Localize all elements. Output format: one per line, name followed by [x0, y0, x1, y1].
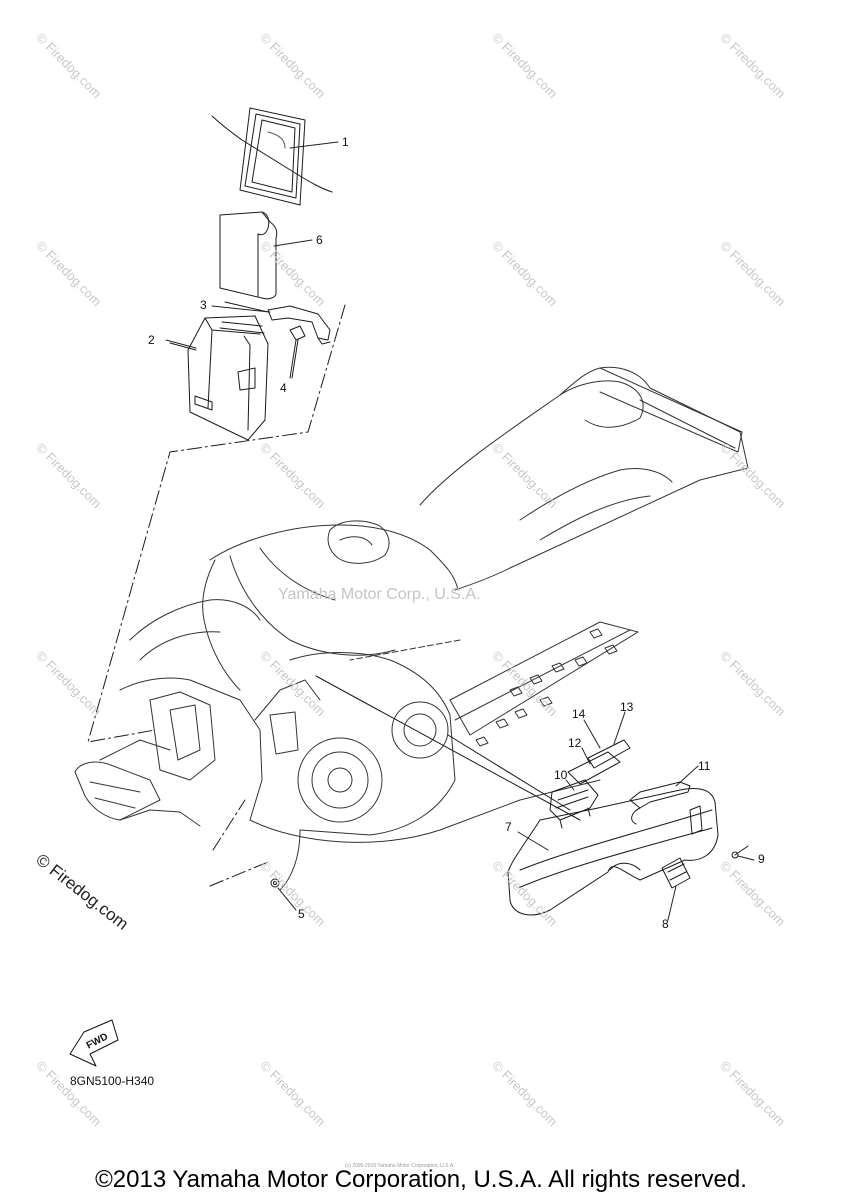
snowmobile-body: [74, 366, 749, 891]
fine-print: (c) 2005-2016 Yamaha Motor Corporation, …: [345, 1163, 455, 1169]
part-4-clip: [289, 325, 306, 379]
part-5-fastener: [270, 878, 280, 888]
group-outline: [87, 304, 346, 887]
parts-12-14-plates: [567, 739, 631, 785]
part-6-pad: [219, 211, 278, 300]
callout-12: 12: [568, 736, 582, 750]
part-2-box: [169, 315, 269, 441]
callout-2: 2: [148, 333, 155, 347]
part-10-bracket: [549, 779, 599, 829]
callout-10: 10: [554, 768, 568, 782]
part-3-bracket: [224, 301, 331, 345]
part-9-fastener: [731, 845, 749, 859]
callout-13: 13: [620, 700, 634, 714]
part-7-flap: [507, 788, 719, 916]
callout-11: 11: [698, 759, 711, 773]
copyright-notice: ©2013 Yamaha Motor Corporation, U.S.A. A…: [95, 1166, 747, 1193]
part-8-plate: [661, 857, 691, 889]
callout-1: 1: [342, 135, 349, 149]
callout-7: 7: [505, 820, 512, 834]
callout-14: 14: [572, 707, 586, 721]
running-board-holes: [475, 628, 618, 747]
center-watermark: Yamaha Motor Corp., U.S.A.: [278, 586, 481, 603]
callout-5: 5: [298, 907, 305, 921]
callout-6: 6: [316, 233, 323, 247]
callout-9: 9: [758, 852, 765, 866]
callout-leaders: [165, 141, 755, 921]
callout-8: 8: [662, 917, 669, 931]
callout-4: 4: [280, 381, 287, 395]
leader-lines: [315, 675, 581, 821]
callout-3: 3: [200, 298, 207, 312]
part-11-bracket: [629, 781, 691, 825]
diagram-code: 8GN5100-H340: [70, 1074, 155, 1088]
part-1-panel: [211, 107, 333, 206]
fwd-arrow-icon: [69, 1019, 119, 1067]
